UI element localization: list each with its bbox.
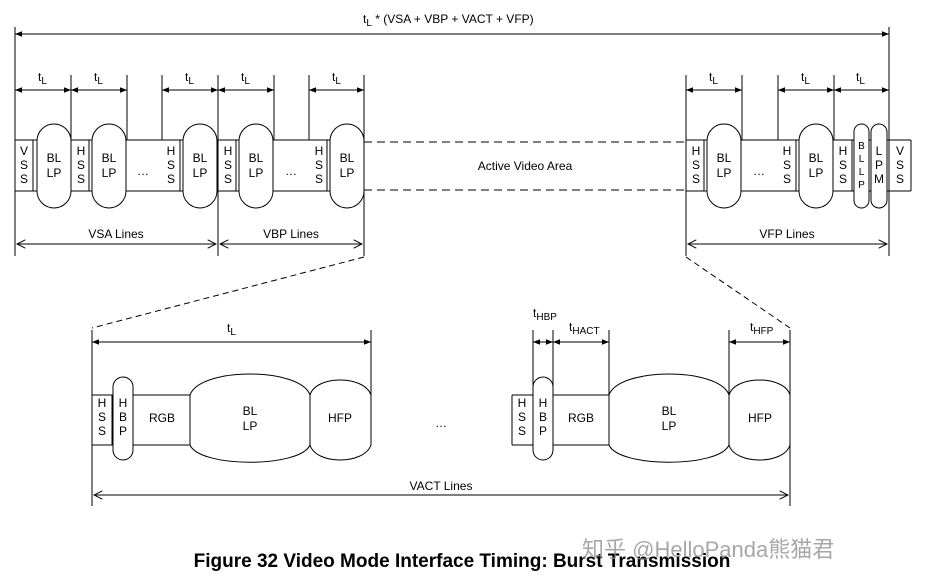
svg-text:tL: tL bbox=[332, 70, 341, 87]
bllp-packet bbox=[798, 123, 834, 209]
figure-caption: Figure 32 Video Mode Interface Timing: B… bbox=[194, 551, 731, 572]
vfp-lines-label: VFP Lines bbox=[759, 227, 814, 241]
hbp-packet bbox=[532, 376, 554, 461]
tl-arrow: tL bbox=[778, 70, 834, 93]
bllp-packet bbox=[329, 123, 365, 209]
top-line-groups: VSA Lines VBP Lines VFP Lines bbox=[17, 227, 887, 244]
thbp-label: tHBP bbox=[533, 306, 557, 323]
active-video-area-label: Active Video Area bbox=[478, 159, 573, 173]
bllp-packet bbox=[238, 123, 274, 209]
tl-arrow: tL bbox=[218, 70, 274, 93]
vact-lines: VACT Lines bbox=[94, 479, 788, 495]
top-guide-lines bbox=[14, 27, 890, 256]
thact-label: tHACT bbox=[569, 320, 600, 337]
ellipsis: … bbox=[285, 164, 297, 178]
tl-label: tL bbox=[227, 321, 236, 338]
bllp-packet bbox=[36, 123, 72, 209]
hfp-label: HFP bbox=[328, 411, 352, 425]
zoom-lines bbox=[91, 256, 791, 329]
tl-arrow: tL bbox=[686, 70, 742, 93]
ellipsis: … bbox=[137, 164, 149, 178]
lpm-packet bbox=[870, 123, 888, 209]
total-duration: tL * (VSA + VBP + VACT + VFP) bbox=[15, 12, 889, 37]
bllp-packet bbox=[182, 123, 218, 209]
vact-lines-label: VACT Lines bbox=[410, 479, 473, 493]
svg-text:tL: tL bbox=[856, 70, 865, 87]
tl-arrow: tL bbox=[71, 70, 127, 93]
svg-text:tL: tL bbox=[709, 70, 718, 87]
svg-text:tL: tL bbox=[801, 70, 810, 87]
top-tl-arrows: tL tL tL tL tL tL tL tL bbox=[15, 70, 889, 93]
svg-text:tL: tL bbox=[38, 70, 47, 87]
bllp-packet bbox=[706, 123, 742, 209]
vsa-lines-label: VSA Lines bbox=[88, 227, 143, 241]
tl-arrow: tL bbox=[15, 70, 71, 93]
svg-text:tL: tL bbox=[241, 70, 250, 87]
ellipsis: … bbox=[435, 416, 447, 430]
svg-text:tL: tL bbox=[94, 70, 103, 87]
watermark: 知乎 @HelloPanda熊猫君 bbox=[582, 537, 834, 562]
hfp-label: HFP bbox=[748, 411, 772, 425]
tl-arrow: tL bbox=[162, 70, 218, 93]
tl-arrow: tL bbox=[834, 70, 889, 93]
bottom-timing-arrows: tL tHBP tHACT tHFP bbox=[92, 306, 790, 345]
bllp-packet bbox=[91, 123, 127, 209]
svg-text:tL: tL bbox=[185, 70, 194, 87]
thfp-label: tHFP bbox=[750, 320, 774, 337]
hfp-packet bbox=[728, 379, 791, 461]
rgb-packet-label: RGB bbox=[149, 411, 175, 425]
tl-arrow: tL bbox=[309, 70, 364, 93]
total-duration-label: tL * (VSA + VBP + VACT + VFP) bbox=[363, 12, 534, 29]
vbp-lines-label: VBP Lines bbox=[263, 227, 319, 241]
ellipsis: … bbox=[753, 164, 765, 178]
bllp-narrow-packet bbox=[853, 123, 870, 209]
hbp-packet bbox=[112, 376, 134, 461]
rgb-packet-label: RGB bbox=[568, 411, 594, 425]
hfp-packet bbox=[309, 379, 372, 461]
